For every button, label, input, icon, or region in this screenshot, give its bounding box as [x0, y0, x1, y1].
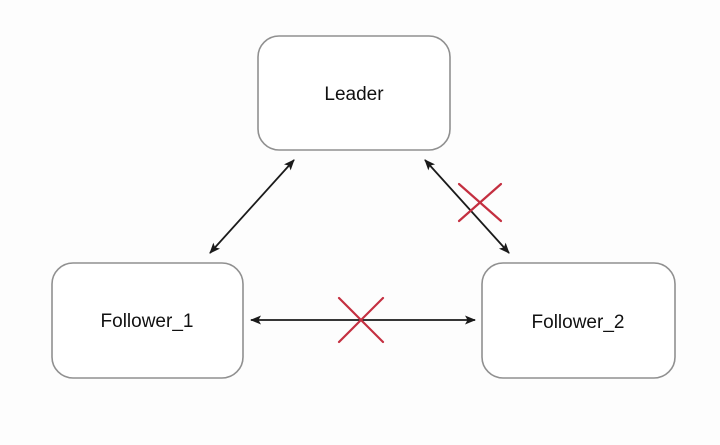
node-box — [257, 35, 451, 151]
edge-follower-1-follower-2 — [250, 296, 476, 344]
bidirectional-arrow — [424, 159, 510, 254]
node-leader: Leader — [257, 35, 451, 151]
edge-leader-follower-1 — [209, 159, 295, 254]
node-label-leader: Leader — [324, 84, 384, 105]
node-box — [51, 262, 244, 379]
bidirectional-arrow — [209, 159, 295, 254]
edge-leader-follower-2 — [424, 159, 510, 254]
node-label-follower-1: Follower_1 — [101, 311, 194, 332]
node-box — [481, 262, 676, 379]
red-cross-out-icon — [337, 296, 385, 344]
node-follower-1: Follower_1 — [51, 262, 244, 379]
node-label-follower-2: Follower_2 — [532, 312, 625, 333]
node-follower-2: Follower_2 — [481, 262, 676, 379]
red-cross-out-icon — [457, 182, 503, 223]
